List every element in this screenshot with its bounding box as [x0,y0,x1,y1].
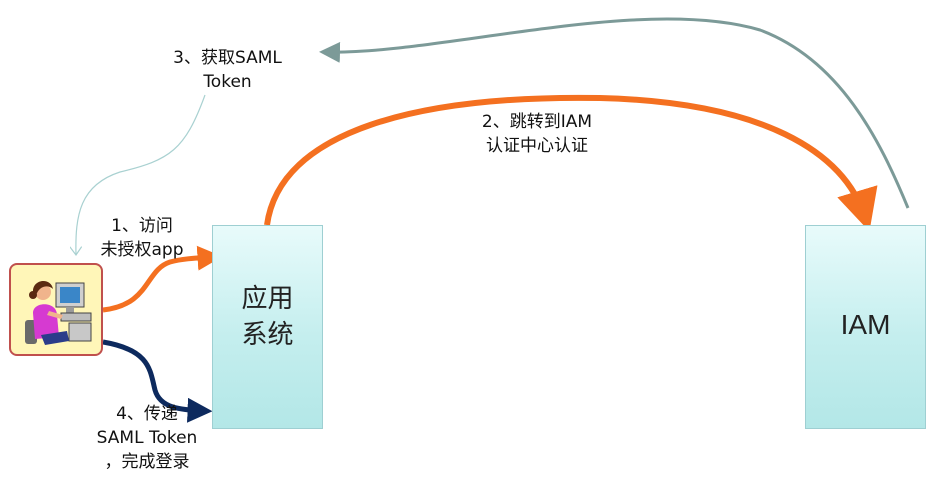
step4-line3: ，完成登录 [77,450,217,474]
step3-label: 3、获取SAML Token [155,46,300,94]
step2-line1: 2、跳转到IAM [462,110,612,134]
step3-line2: Token [155,70,300,94]
step2-line2: 认证中心认证 [462,134,612,158]
step1-label: 1、访问 未授权app [87,214,197,262]
iam-box: IAM [805,225,926,429]
step4-line1: 4、传递 [77,402,217,426]
user-node [9,263,103,356]
step1-line1: 1、访问 [87,214,197,238]
arrow-user-to-app-token [103,342,205,411]
app-system-label: 应用 系统 [241,281,293,353]
step3-line1: 3、获取SAML [155,46,300,70]
step4-label: 4、传递 SAML Token ，完成登录 [77,402,217,474]
step1-line2: 未授权app [87,238,197,262]
step4-line2: SAML Token [77,426,217,450]
user-at-computer-icon [11,265,101,354]
step2-label: 2、跳转到IAM 认证中心认证 [462,110,612,158]
iam-label: IAM [841,309,891,341]
app-system-box: 应用 系统 [212,225,323,429]
arrow-user-to-app [103,257,215,310]
